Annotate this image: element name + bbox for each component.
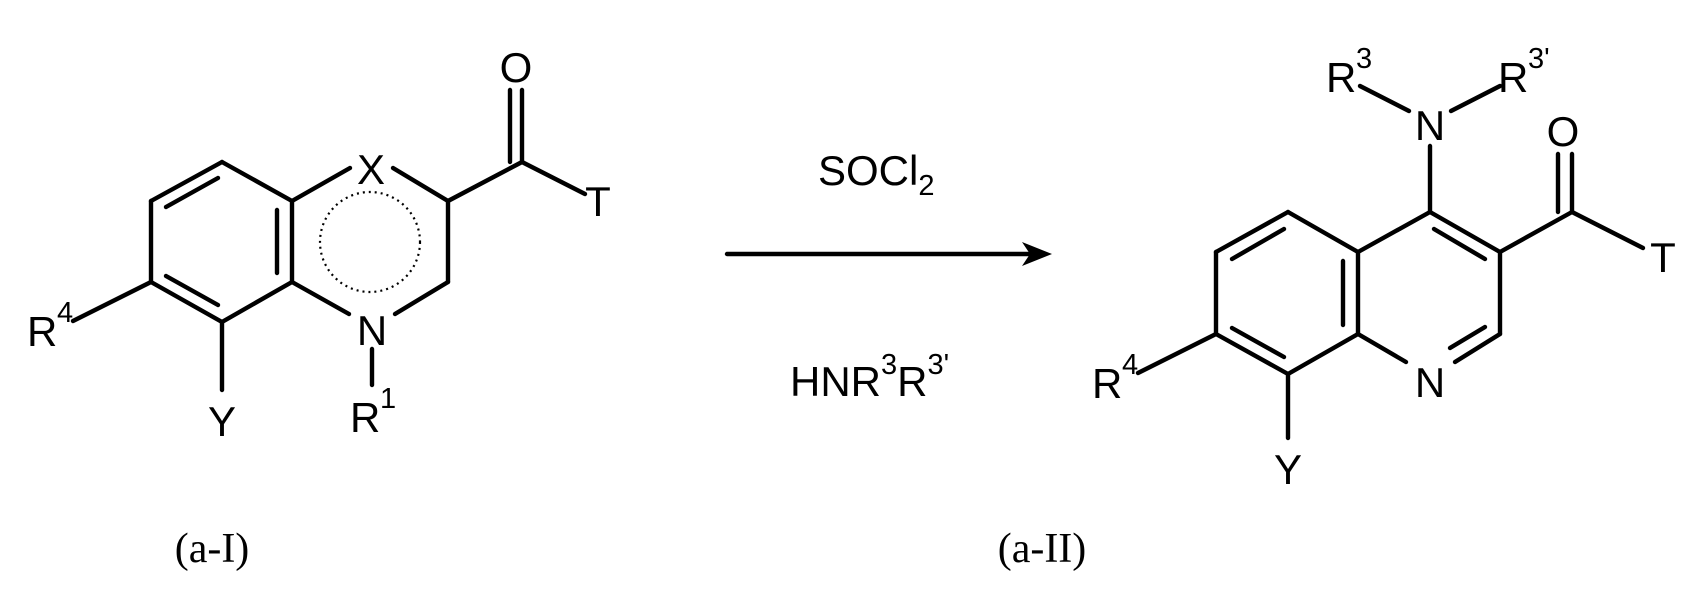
reactant-r4-superscript: 4 <box>57 297 73 329</box>
reactant-t-label: T <box>585 178 611 225</box>
product-y-label: Y <box>1274 446 1302 493</box>
product-o-label: O <box>1547 108 1580 155</box>
reactant-y-label: Y <box>208 398 236 445</box>
product-r3-label: R <box>1326 54 1356 101</box>
product-r3-superscript: 3 <box>1356 43 1372 75</box>
reactant-r1-superscript: 1 <box>380 383 396 415</box>
product-structure: N N O T Y R 3 R 3' R 4 <box>1092 43 1676 493</box>
reactant-caption: (a-I) <box>175 526 250 572</box>
reactant-o-label: O <box>500 44 533 91</box>
reagent-below: HNR3R3' <box>790 349 949 405</box>
reactant-r4-label: R <box>27 308 57 355</box>
reactant-r1-label: R <box>350 394 380 441</box>
product-caption: (a-II) <box>998 526 1087 572</box>
product-r4-superscript: 4 <box>1122 349 1138 381</box>
product-r3prime-label: R <box>1498 54 1528 101</box>
product-ring-n-label: N <box>1415 359 1445 406</box>
reactant-n-label: N <box>357 307 387 354</box>
product-r4-label: R <box>1092 360 1122 407</box>
product-amine-n-label: N <box>1415 102 1445 149</box>
reagent-above: SOCl2 <box>818 147 935 202</box>
reactant-structure: X N O T Y R 4 R 1 <box>27 44 611 445</box>
product-t-label: T <box>1650 234 1676 281</box>
dotted-ring <box>320 192 420 292</box>
reaction-arrow-group: SOCl2 HNR3R3' <box>727 147 1052 405</box>
product-r3prime-superscript: 3' <box>1528 43 1550 75</box>
reactant-x-label: X <box>357 146 385 193</box>
